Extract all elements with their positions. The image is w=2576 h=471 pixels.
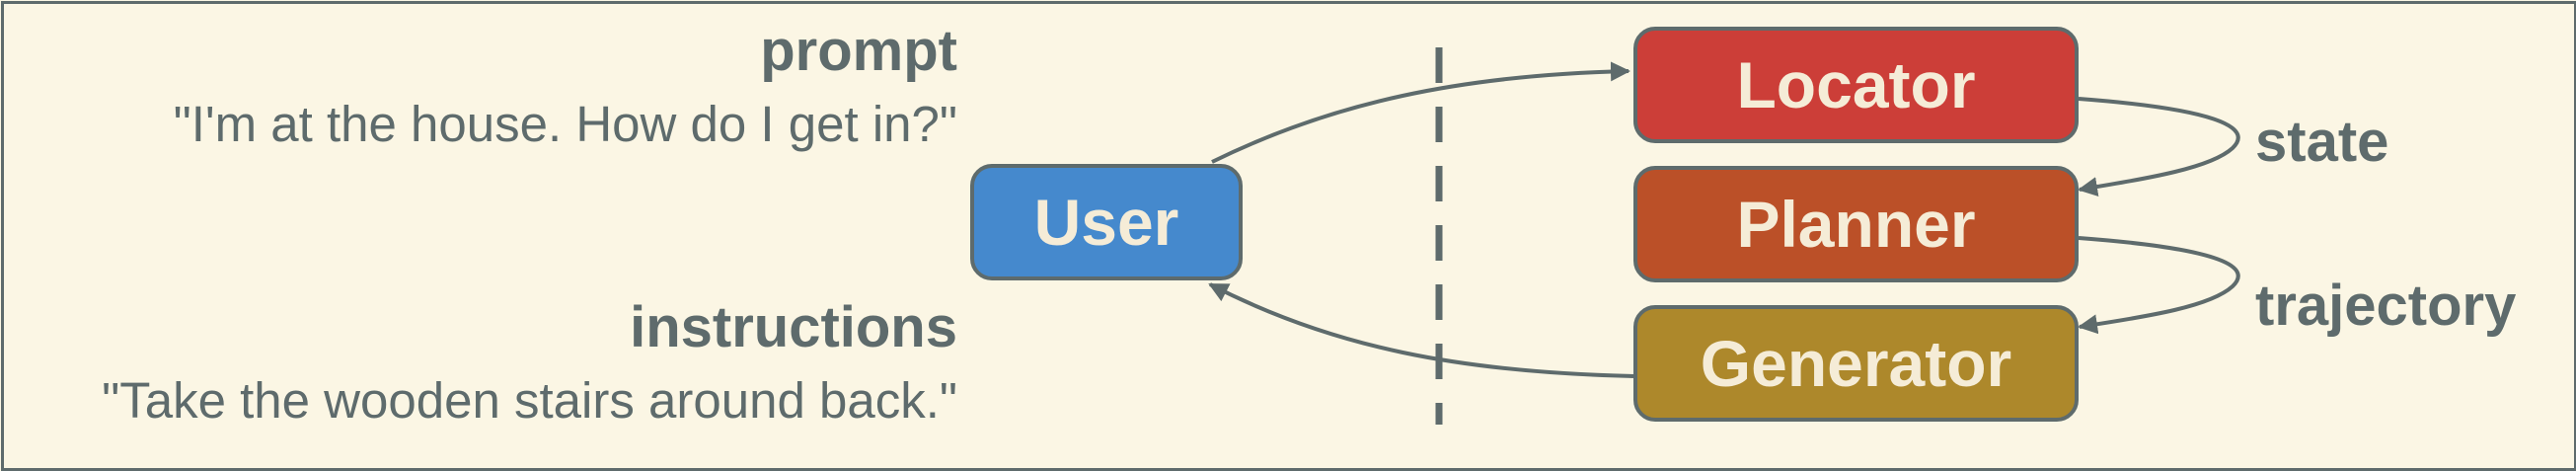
prompt-text: "I'm at the house. How do I get in?" bbox=[173, 96, 957, 152]
trajectory-edge-label: trajectory bbox=[2255, 274, 2517, 338]
locator-node-label: Locator bbox=[1736, 48, 1976, 121]
state-edge-label: state bbox=[2255, 110, 2389, 174]
user-node: User bbox=[970, 164, 1243, 280]
prompt-label: prompt bbox=[760, 19, 957, 83]
instructions-label: instructions bbox=[630, 295, 957, 359]
generator-node: Generator bbox=[1633, 305, 2079, 422]
planner-node: Planner bbox=[1633, 166, 2079, 282]
planner-node-label: Planner bbox=[1736, 188, 1976, 261]
arrow-generator-to-user bbox=[1208, 282, 1634, 378]
user-node-label: User bbox=[1033, 186, 1179, 259]
arrow-user-to-locator bbox=[1211, 61, 1630, 164]
generator-node-label: Generator bbox=[1700, 327, 2012, 400]
locator-node: Locator bbox=[1633, 27, 2079, 143]
arrow-trajectory-loop bbox=[2078, 236, 2240, 335]
arrow-state-loop bbox=[2078, 97, 2240, 196]
instructions-text: "Take the wooden stairs around back." bbox=[102, 372, 957, 429]
